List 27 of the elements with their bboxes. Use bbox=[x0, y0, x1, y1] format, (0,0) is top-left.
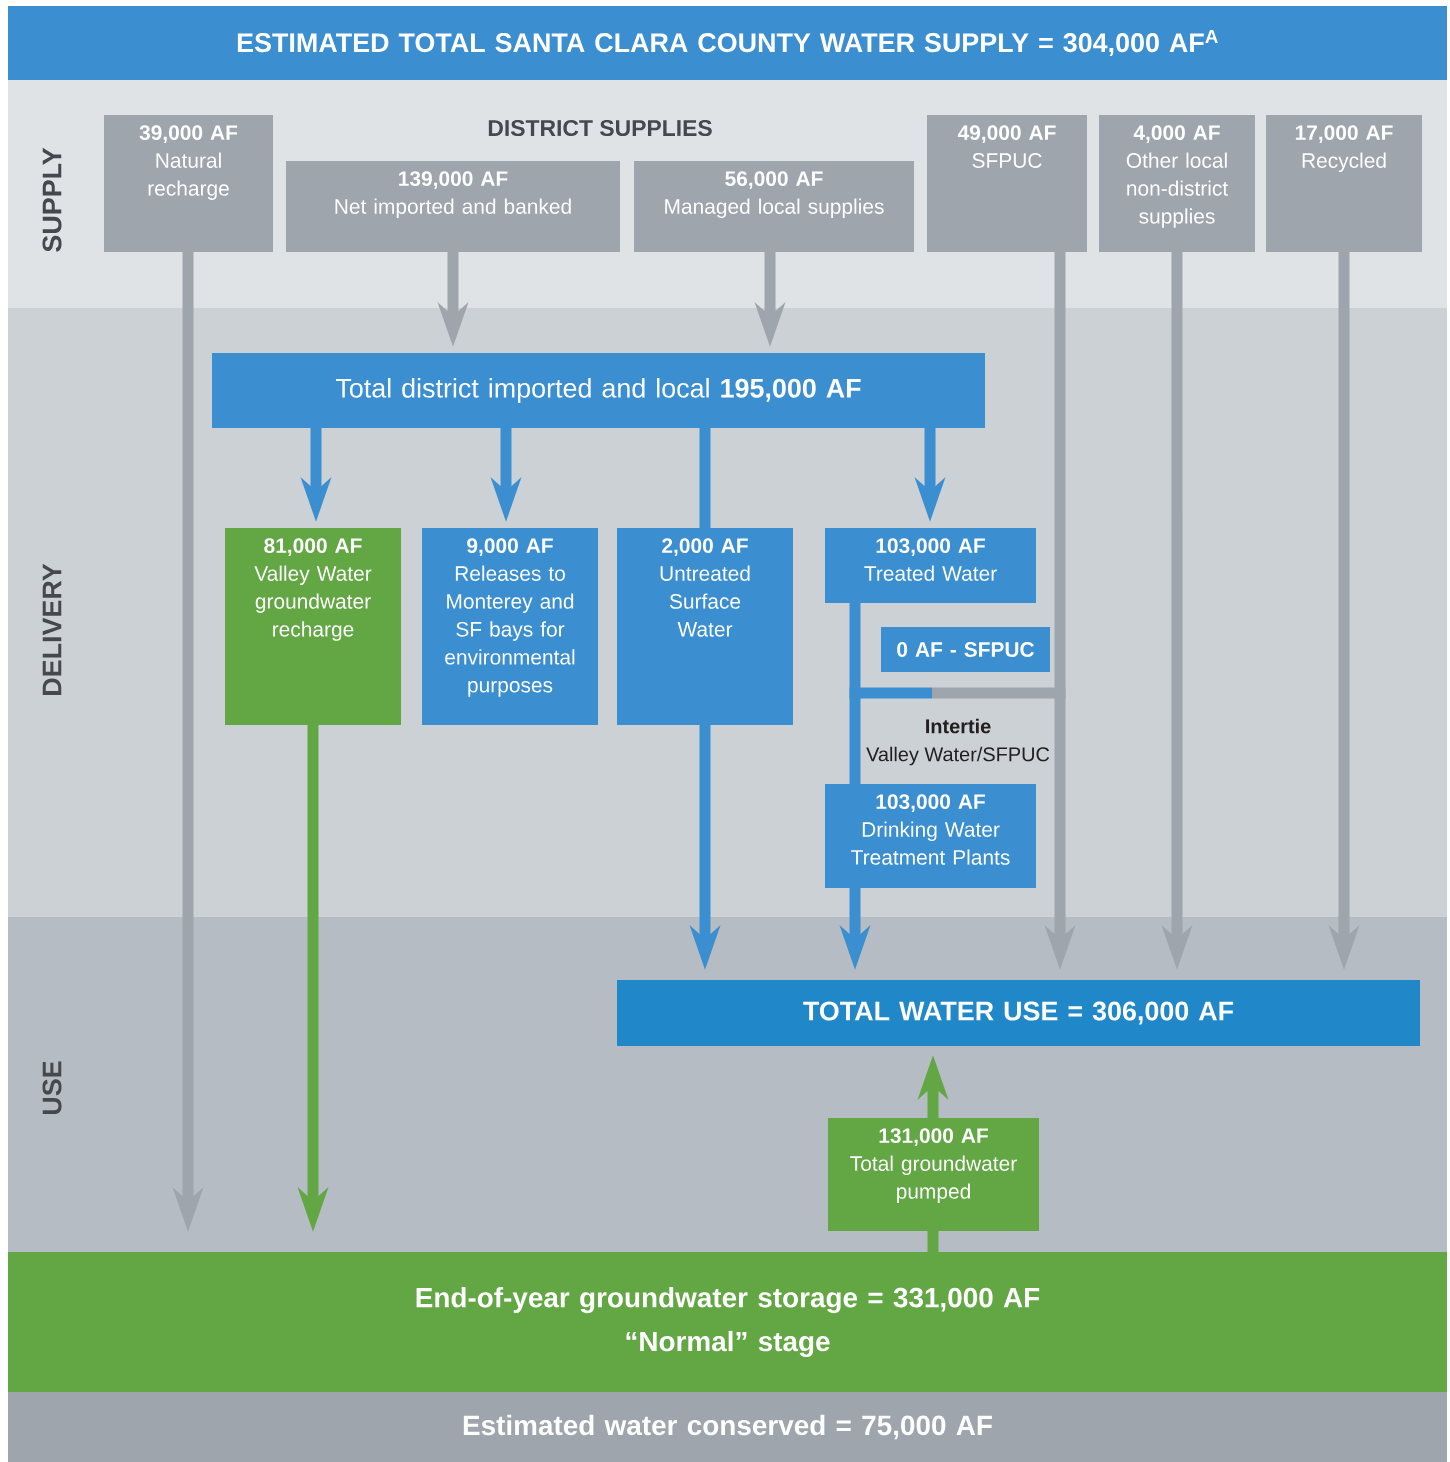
intertie-label: Valley Water/SFPUC bbox=[866, 746, 1050, 766]
band-label: USE bbox=[42, 1061, 62, 1115]
pipe-line bbox=[849, 603, 861, 784]
supply-box: 17,000 AF Recycled bbox=[1266, 115, 1422, 252]
pumping-box: 131,000 AF Total groundwater pumped bbox=[828, 1118, 1039, 1231]
delivery-box: 2,000 AF Untreated Surface Water bbox=[617, 528, 793, 725]
group-heading: DISTRICT SUPPLIES bbox=[488, 119, 712, 137]
intertie-label: Intertie bbox=[926, 718, 991, 734]
supply-box: 49,000 AF SFPUC bbox=[927, 115, 1087, 252]
delivery-box: 9,000 AF Releases to Monterey and SF bays for environmental purposes bbox=[422, 528, 598, 725]
supply-box: 56,000 AF Managed local supplies bbox=[634, 161, 914, 252]
band-label: SUPPLY bbox=[42, 147, 62, 252]
storage-band: End-of-year groundwater storage = 331,000 AF “Normal” stage bbox=[8, 1252, 1447, 1392]
band-label: DELIVERY bbox=[42, 563, 62, 695]
recharge-box: 81,000 AF Valley Water groundwater recharge bbox=[225, 528, 401, 725]
supply-box: 39,000 AF Natural recharge bbox=[104, 115, 273, 252]
pipe-line bbox=[699, 428, 711, 528]
delivery-box: 0 AF - SFPUC bbox=[881, 627, 1050, 672]
pipe-line bbox=[927, 1231, 939, 1252]
title-banner: ESTIMATED TOTAL SANTA CLARA COUNTY WATER SUPPLY = 304,000 AF$^{A}$ bbox=[8, 6, 1447, 80]
total-bar: Total district imported and local 195,000 AF bbox=[212, 353, 985, 428]
supply-box: 139,000 AF Net imported and banked bbox=[286, 161, 620, 252]
total-use-bar: TOTAL WATER USE = 306,000 AF bbox=[617, 980, 1420, 1046]
delivery-box: 103,000 AF Treated Water bbox=[825, 528, 1036, 603]
conserved-band: Estimated water conserved = 75,000 AF bbox=[8, 1392, 1447, 1462]
treatment-box: 103,000 AF Drinking Water Treatment Plants bbox=[825, 784, 1036, 888]
supply-box: 4,000 AF Other local non-district supplies bbox=[1099, 115, 1255, 252]
